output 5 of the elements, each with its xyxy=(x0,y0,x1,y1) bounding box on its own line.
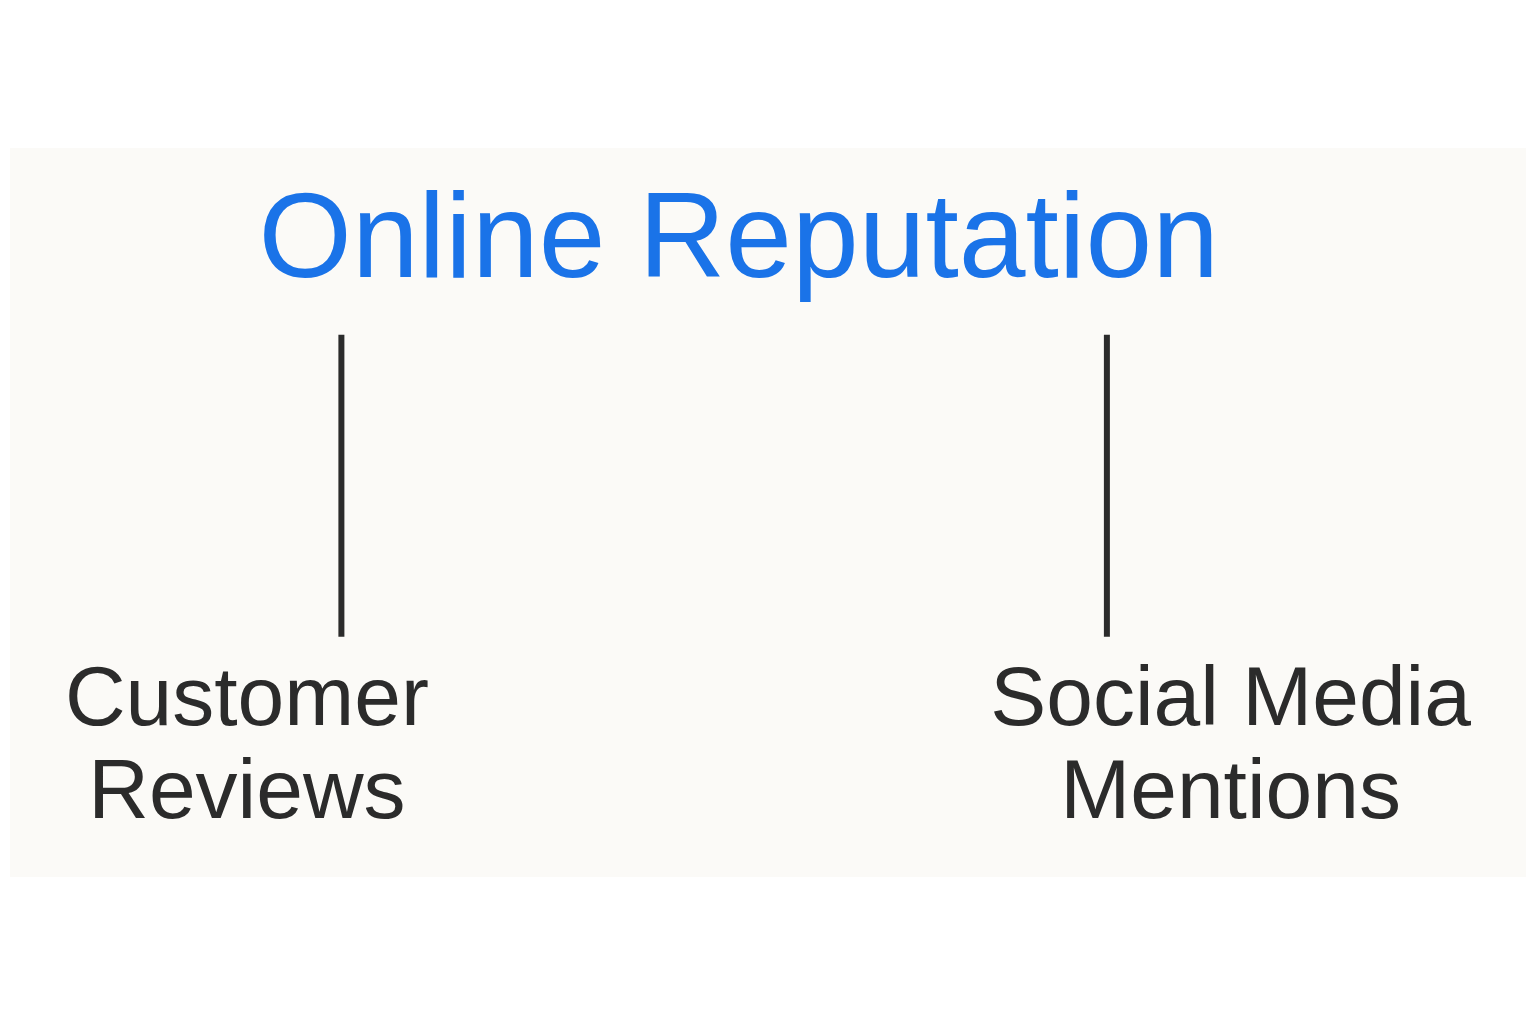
connector xyxy=(338,334,345,637)
node-text: Online Reputation xyxy=(258,167,1219,302)
connector xyxy=(1103,334,1110,637)
node-text: Customer Reviews xyxy=(64,648,429,836)
node-text: Social Media Mentions xyxy=(990,648,1471,836)
